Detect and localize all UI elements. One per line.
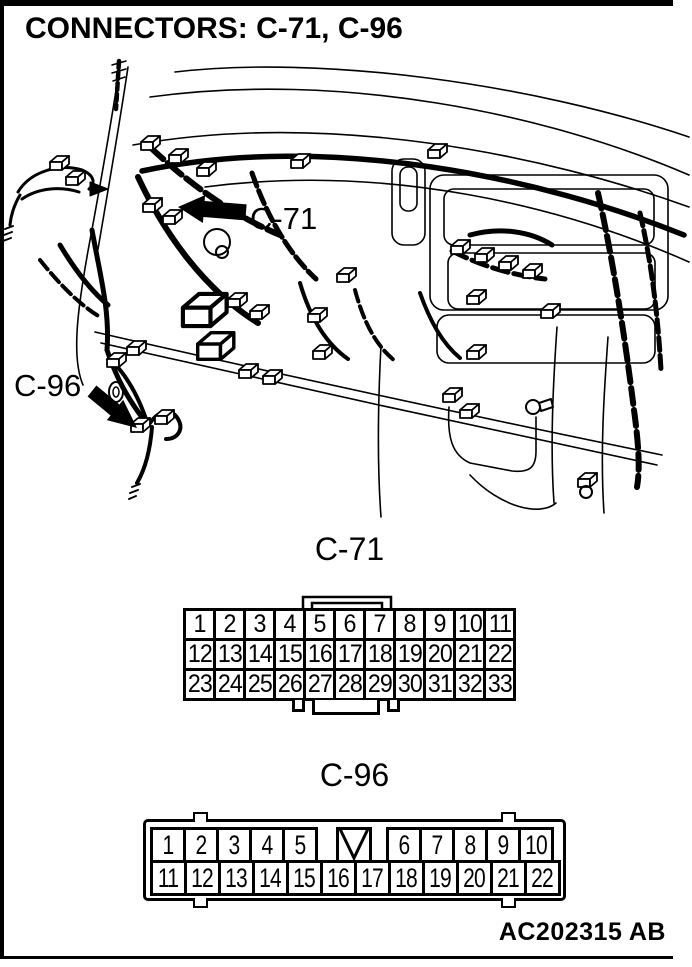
c96-pin-10: 10 [518, 827, 554, 863]
c71-pin-10: 10 [453, 608, 486, 641]
c71-pin-25: 25 [243, 668, 276, 701]
c71-top-latch [301, 595, 393, 609]
c71-pin-9: 9 [423, 608, 456, 641]
steering-column-grommet [203, 228, 231, 259]
c71-pin-28: 28 [333, 668, 366, 701]
c71-pin-13: 13 [213, 638, 246, 671]
figure-code: AC202315 AB [498, 918, 666, 946]
c96-keyway-cell [336, 827, 372, 863]
c96-pin-11: 11 [150, 860, 187, 896]
c71-pin-11: 11 [483, 608, 516, 641]
callout-c96-label: C-96 [14, 368, 81, 403]
c96-pin-17: 17 [354, 860, 391, 896]
c96-arrow-icon [87, 385, 137, 428]
page-title: CONNECTORS: C-71, C-96 [25, 12, 403, 45]
c96-bottom-tab-right [501, 898, 516, 908]
c71-pin-12: 12 [183, 638, 216, 671]
c71-pin-23: 23 [183, 668, 216, 701]
c96-pin-1: 1 [150, 827, 186, 863]
c71-pin-14: 14 [243, 638, 276, 671]
c96-pin-3: 3 [216, 827, 252, 863]
c71-bottom-tab-right [387, 700, 400, 712]
c71-pin-29: 29 [363, 668, 396, 701]
round-connector [579, 485, 593, 499]
callout-c71: C-71 [178, 195, 317, 236]
v-notch-icon [339, 830, 369, 860]
c96-caption: C-96 [319, 757, 390, 793]
c71-pin-19: 19 [393, 638, 426, 671]
c96-pin-7: 7 [419, 827, 455, 863]
c71-pin-15: 15 [273, 638, 306, 671]
c71-pin-31: 31 [423, 668, 456, 701]
main-harness [139, 153, 687, 238]
c96-pin-20: 20 [456, 860, 493, 896]
c71-caption: C-71 [314, 531, 385, 567]
c71-pin-2: 2 [213, 608, 246, 641]
pillar-wire [111, 58, 127, 112]
c96-gap-right [372, 827, 386, 863]
c96-pin-5: 5 [282, 827, 318, 863]
c96-top-tab-left [193, 812, 208, 822]
dashboard-illustration: C-71 C-96 [2, 58, 690, 518]
c71-pin-22: 22 [483, 638, 516, 671]
c71-pin-30: 30 [393, 668, 426, 701]
c96-pin-8: 8 [452, 827, 488, 863]
c96-gap-left [318, 827, 336, 863]
c71-pin-6: 6 [333, 608, 366, 641]
dash-outline-lines [75, 64, 690, 466]
c71-pin-21: 21 [453, 638, 486, 671]
c71-pin-5: 5 [303, 608, 336, 641]
c71-arrow-icon [178, 195, 247, 223]
c71-bottom-tab-left [292, 700, 305, 712]
c71-pin-16: 16 [303, 638, 336, 671]
c71-pin-4: 4 [273, 608, 306, 641]
c71-pin-26: 26 [273, 668, 306, 701]
relay-box [183, 294, 236, 362]
c96-pin-22: 22 [524, 860, 561, 896]
c71-pin-24: 24 [213, 668, 246, 701]
callout-c96: C-96 [14, 368, 137, 428]
c96-pin-15: 15 [286, 860, 323, 896]
key-cylinder [525, 398, 554, 415]
c96-pin-2: 2 [183, 827, 219, 863]
c96-pin-9: 9 [485, 827, 521, 863]
left-branch-harness [2, 166, 109, 242]
c96-pin-6: 6 [386, 827, 422, 863]
c96-pin-18: 18 [388, 860, 425, 896]
c96-pin-19: 19 [422, 860, 459, 896]
c71-pin-17: 17 [333, 638, 366, 671]
c71-pin-3: 3 [243, 608, 276, 641]
callout-c71-label: C-71 [250, 201, 317, 236]
c71-pin-7: 7 [363, 608, 396, 641]
c71-bottom-tab-center [312, 700, 380, 715]
c96-top-tab-right [501, 812, 516, 822]
c96-pin-14: 14 [252, 860, 289, 896]
c96-pin-21: 21 [490, 860, 527, 896]
c71-pin-33: 33 [483, 668, 516, 701]
c71-pin-32: 32 [453, 668, 486, 701]
c71-pin-18: 18 [363, 638, 396, 671]
c71-pin-1: 1 [183, 608, 216, 641]
c71-pin-20: 20 [423, 638, 456, 671]
c96-bottom-tab-left [193, 898, 208, 908]
c71-pin-27: 27 [303, 668, 336, 701]
c96-pin-16: 16 [320, 860, 357, 896]
c71-pin-8: 8 [393, 608, 426, 641]
c96-pin-13: 13 [218, 860, 255, 896]
console-outline [377, 326, 609, 518]
right-harness [595, 190, 664, 490]
c96-pin-4: 4 [249, 827, 285, 863]
c96-pin-12: 12 [184, 860, 221, 896]
